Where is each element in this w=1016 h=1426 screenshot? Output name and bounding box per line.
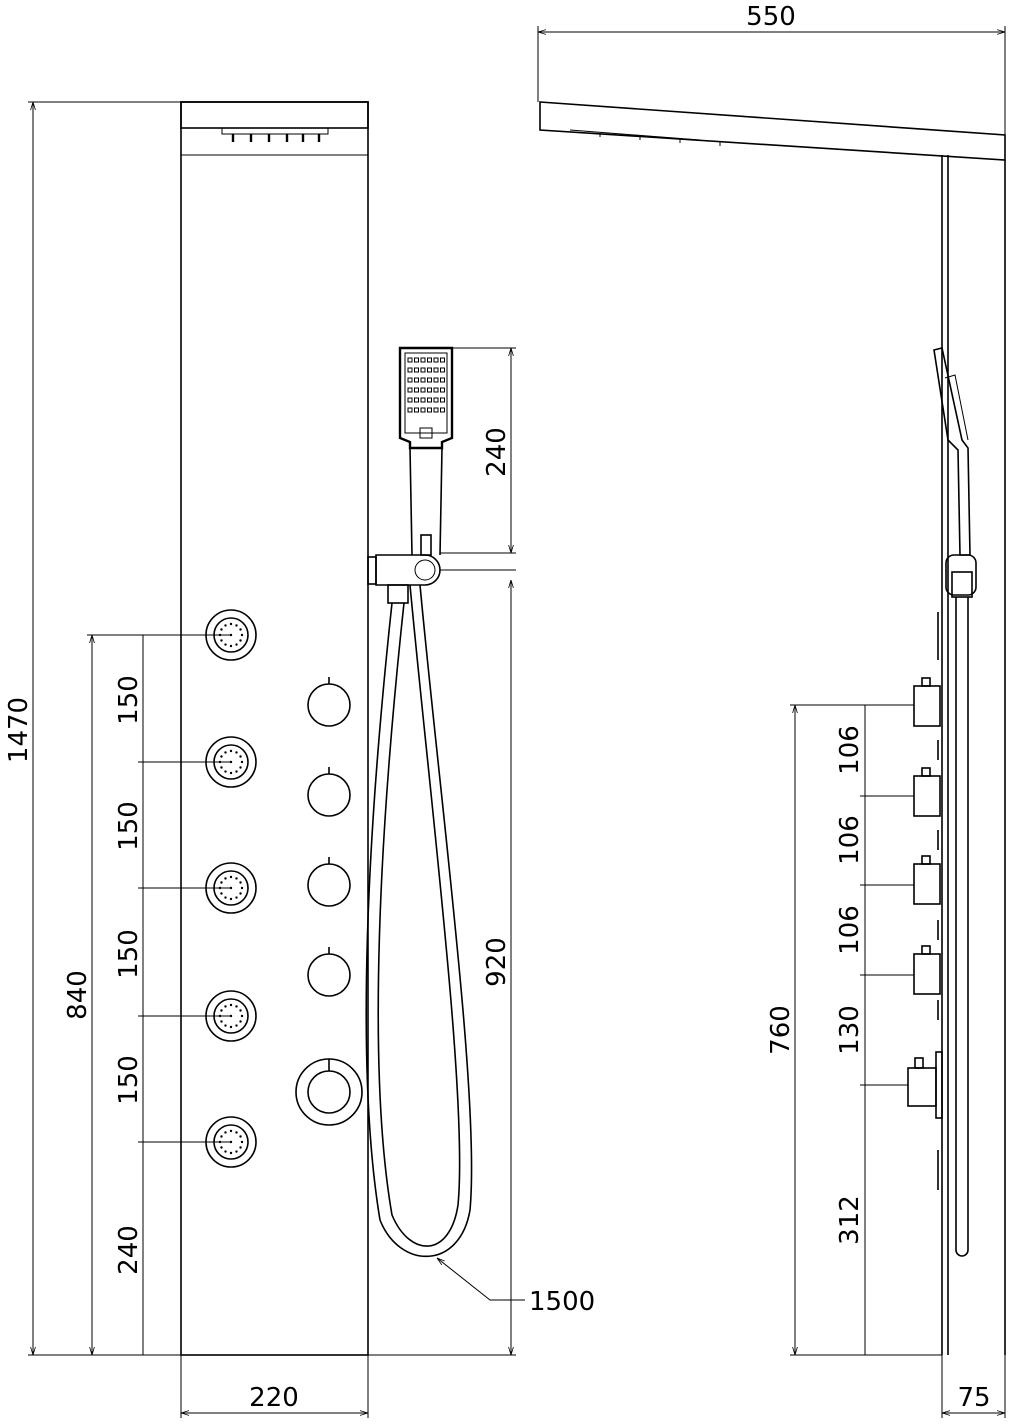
shower-holder [367, 554, 441, 604]
side-dimensions [537, 26, 1006, 1418]
dim-jet-spacing: 150 [114, 1055, 144, 1105]
hand-shower [398, 346, 454, 556]
column-side [941, 155, 1006, 1355]
dim-valve-spacing: 130 [835, 1005, 865, 1055]
front-dimensions [28, 101, 525, 1418]
control-knobs [307, 677, 351, 997]
control-knob [307, 857, 351, 907]
control-knob [307, 767, 351, 817]
rain-head-side [539, 101, 1006, 161]
control-knob [307, 677, 351, 727]
dim-handshower-length: 240 [482, 427, 512, 477]
dim-valve-spacing: 106 [835, 725, 865, 775]
control-knob [307, 947, 351, 997]
body-jet [205, 990, 257, 1042]
dim-bottom-valve: 312 [835, 1195, 865, 1245]
dim-valve-spacing: 106 [835, 905, 865, 955]
dim-jet-spacing: 150 [114, 929, 144, 979]
side-view: 550 75 760 106 106 106 130 312 [537, 2, 1006, 1418]
hand-shower-side [933, 347, 971, 556]
front-view: 1470 840 150 150 150 150 240 220 240 920… [4, 101, 595, 1418]
dim-holder-height: 920 [482, 937, 512, 987]
dim-hose-length: 1500 [529, 1287, 595, 1317]
dim-jet-spacing: 150 [114, 675, 144, 725]
hose-side [955, 597, 969, 1257]
dim-depth: 75 [957, 1383, 990, 1413]
rain-nozzles [221, 127, 329, 142]
valves-side [907, 612, 943, 1190]
rain-head-front [180, 101, 369, 129]
dim-valve-spacing: 106 [835, 815, 865, 865]
dim-width: 220 [249, 1383, 299, 1413]
dim-valve-span: 760 [766, 1005, 796, 1055]
panel-outline [180, 101, 369, 1356]
dim-jets-span: 840 [63, 970, 93, 1020]
dim-bottom-jet: 240 [114, 1225, 144, 1275]
dim-head-projection: 550 [746, 2, 796, 32]
dim-overall-height: 1470 [4, 697, 34, 763]
dim-jet-spacing: 150 [114, 801, 144, 851]
holder-side [945, 554, 977, 598]
hose [365, 584, 473, 1258]
thermostat-knob [295, 1058, 363, 1126]
